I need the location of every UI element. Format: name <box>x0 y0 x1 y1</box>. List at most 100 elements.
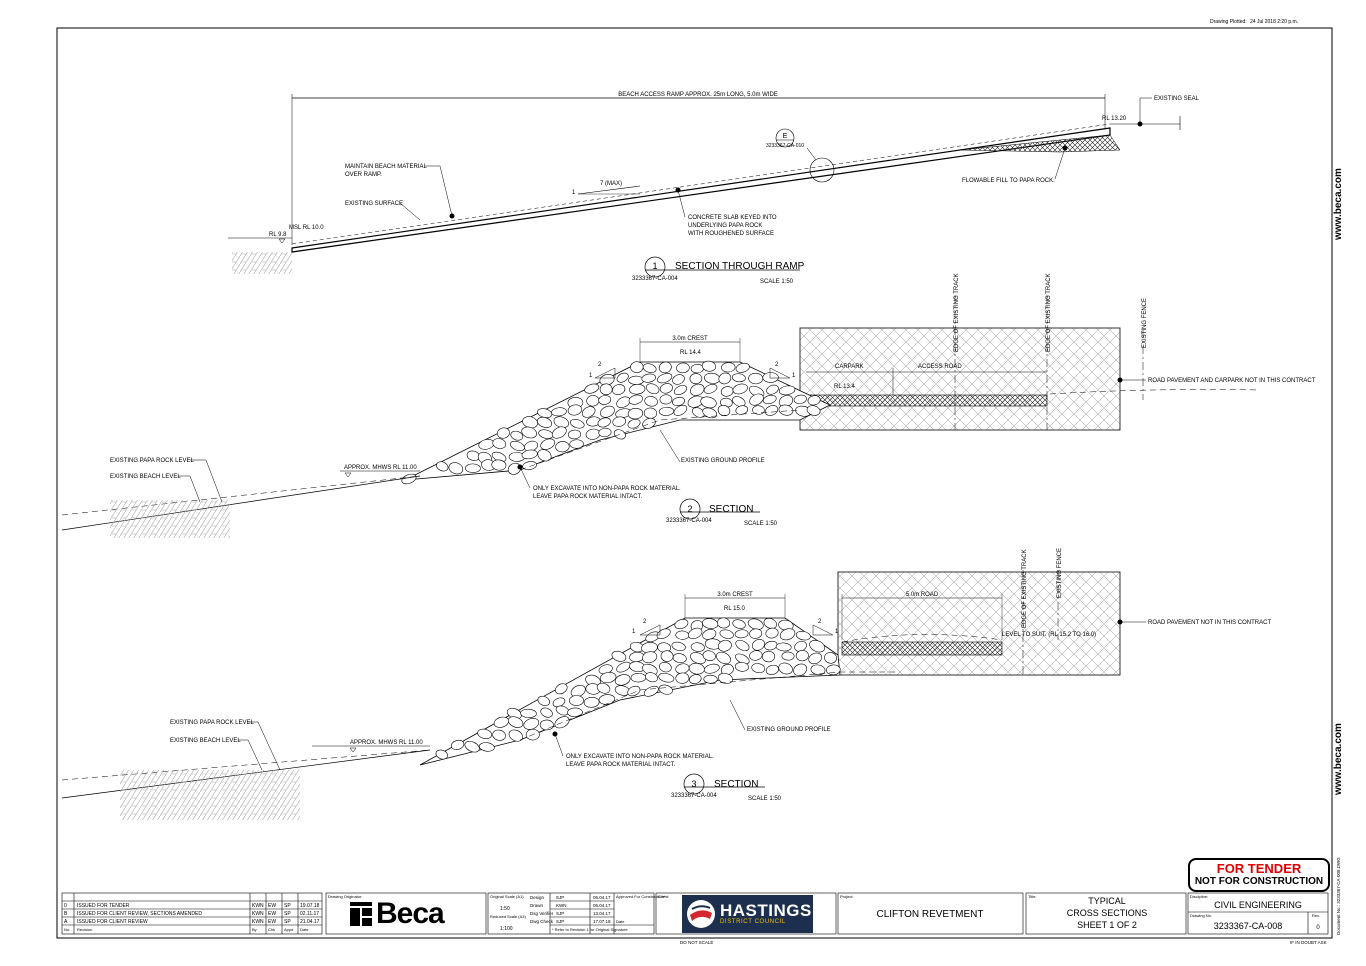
revision-head-by: By <box>252 927 257 932</box>
concrete-line-1: CONCRETE SLAB KEYED INTO <box>688 215 777 221</box>
rock-armour-mark <box>658 672 675 683</box>
existing-surface-label: EXISTING SURFACE <box>345 201 403 207</box>
role-name: Design <box>530 895 545 900</box>
s3-existing-fence: EXISTING FENCE <box>1057 548 1063 598</box>
s3-mhws: APPROX. MHWS RL 11.00 <box>350 740 423 746</box>
rock-armour-mark <box>826 664 841 676</box>
rock-armour-mark <box>645 383 660 395</box>
rock-armour-mark <box>497 427 510 439</box>
s3-road-note: ROAD PAVEMENT NOT IN THIS CONTRACT <box>1148 620 1271 626</box>
s2-excavate-2: LEAVE PAPA ROCK MATERIAL INTACT. <box>533 494 643 500</box>
s3-papa-level: EXISTING PAPA ROCK LEVEL <box>170 720 254 726</box>
rock-armour-mark <box>779 628 796 641</box>
rock-armour-mark <box>539 719 554 731</box>
doc-number: Document No.: 3233367-CA-008.DWG <box>1336 857 1341 935</box>
s3-level-suit: LEVEL TO SUIT. (RL 15.2 TO 16.0) <box>1002 632 1096 638</box>
rock-armour-mark <box>596 682 611 694</box>
rock-armour-mark <box>583 696 600 708</box>
rock-armour-mark <box>717 617 731 629</box>
rock-armour-mark <box>751 639 765 651</box>
rock-armour-mark <box>764 640 778 651</box>
rock-armour-mark <box>765 405 779 416</box>
s2-beach-level: EXISTING BEACH LEVEL <box>110 474 181 480</box>
s2-road-note: ROAD PAVEMENT AND CARPARK NOT IN THIS CO… <box>1148 378 1316 384</box>
rock-armour-mark <box>540 707 553 718</box>
s3-excavate-2: LEAVE PAPA ROCK MATERIAL INTACT. <box>566 762 676 768</box>
rock-armour-mark <box>600 405 615 418</box>
rock-armour-mark <box>673 404 688 416</box>
role-date: 17.07.18 <box>593 919 611 924</box>
rock-armour-mark <box>627 408 644 420</box>
rock-armour-mark <box>795 630 811 641</box>
role-person: SJP <box>556 911 564 916</box>
reduced-scale-label: Reduced Scale (A3) <box>490 914 526 919</box>
original-scale: 1:50 <box>500 906 510 912</box>
rock-armour-mark <box>630 361 644 373</box>
rock-armour-mark <box>778 662 793 675</box>
rock-armour-mark <box>673 385 688 396</box>
revision-by: KWN <box>252 911 264 917</box>
rock-armour-mark <box>510 440 525 451</box>
ramp-dimension-label: BEACH ACCESS RAMP APPROX. 25m LONG, 5.0m… <box>618 92 778 98</box>
rock-armour-mark <box>465 463 481 473</box>
role-person: SJP <box>556 895 564 900</box>
revision-desc: ISSUED FOR TENDER <box>77 903 130 909</box>
s3-road: 5.0m ROAD <box>906 592 939 598</box>
rock-armour-mark <box>749 393 764 406</box>
section3-number: 3 <box>691 779 696 789</box>
plotted-label: Drawing Plotted: <box>1210 19 1247 25</box>
section1-number: 1 <box>652 261 657 271</box>
section1-scale: SCALE 1:50 <box>760 279 794 285</box>
section-3: EDGE OF EXISTING TRACK EXISTING FENCE 5.… <box>61 548 1271 820</box>
s2-access-road: ACCESS ROAD <box>918 364 962 370</box>
rock-armour-mark <box>612 416 627 427</box>
hastings-emblem-icon <box>686 899 716 929</box>
rock-armour-mark <box>520 708 537 718</box>
s3-excavate-1: ONLY EXCAVATE INTO NON-PAPA ROCK MATERIA… <box>566 754 714 760</box>
rock-armour-mark <box>611 650 627 662</box>
rock-armour-mark <box>628 394 643 405</box>
revision-head-desc: Revision <box>77 927 92 932</box>
rock-armour-mark <box>690 652 706 665</box>
section-through-ramp: BEACH ACCESS RAMP APPROX. 25m LONG, 5.0m… <box>228 92 1200 285</box>
section3-ref: 3233367-CA-004 <box>671 793 717 799</box>
rock-armour-mark <box>703 384 718 394</box>
title-line-1: TYPICAL <box>1088 896 1126 906</box>
rock-armour-mark <box>766 384 779 395</box>
rock-armour-mark <box>569 419 585 429</box>
section3-scale: SCALE 1:50 <box>748 796 782 802</box>
rock-armour-mark <box>676 362 690 374</box>
s2-excavate-1: ONLY EXCAVATE INTO NON-PAPA ROCK MATERIA… <box>533 486 681 492</box>
rock-armour-mark <box>644 396 658 407</box>
section2-title: SECTION <box>709 504 753 515</box>
rock-armour-mark <box>703 674 718 684</box>
rock-armour-mark <box>732 396 746 407</box>
revision-chk: EW <box>268 919 276 925</box>
rock-armour-mark <box>735 362 750 373</box>
rock-armour-mark <box>732 383 748 395</box>
rev-value: 0 <box>1316 925 1320 931</box>
rock-armour-mark <box>598 395 612 405</box>
revision-desc: ISSUED FOR CLIENT REVIEW <box>77 919 148 925</box>
section3-title: SECTION <box>714 779 758 790</box>
rock-armour-mark <box>689 674 702 684</box>
rock-armour-mark <box>657 373 673 384</box>
plotted-value: 24 Jul 2018 2:20 p.m. <box>1250 19 1298 25</box>
revision-head-appd: Appd <box>284 927 293 932</box>
rock-armour-mark <box>599 383 613 395</box>
role-name: Dsg Verifier <box>530 911 554 916</box>
rock-armour-mark <box>436 461 449 472</box>
rock-armour-mark <box>522 461 537 471</box>
footnote: * Refer to Revision 1 for Original Signa… <box>552 927 628 932</box>
section2-number: 2 <box>687 504 692 514</box>
s2-edge-track-1: EDGE OF EXISTING TRACK <box>954 273 960 352</box>
rock-armour-mark <box>762 372 779 383</box>
stamp-line-1: FOR TENDER <box>1216 861 1302 876</box>
s3-crest: 3.0m CREST <box>717 592 753 598</box>
rock-armour-mark <box>765 627 779 639</box>
slope-rise-label: 1 <box>572 190 576 196</box>
rock-armour-mark <box>807 395 821 406</box>
rock-armour-mark <box>540 438 556 450</box>
rock-armour-mark <box>719 629 734 639</box>
